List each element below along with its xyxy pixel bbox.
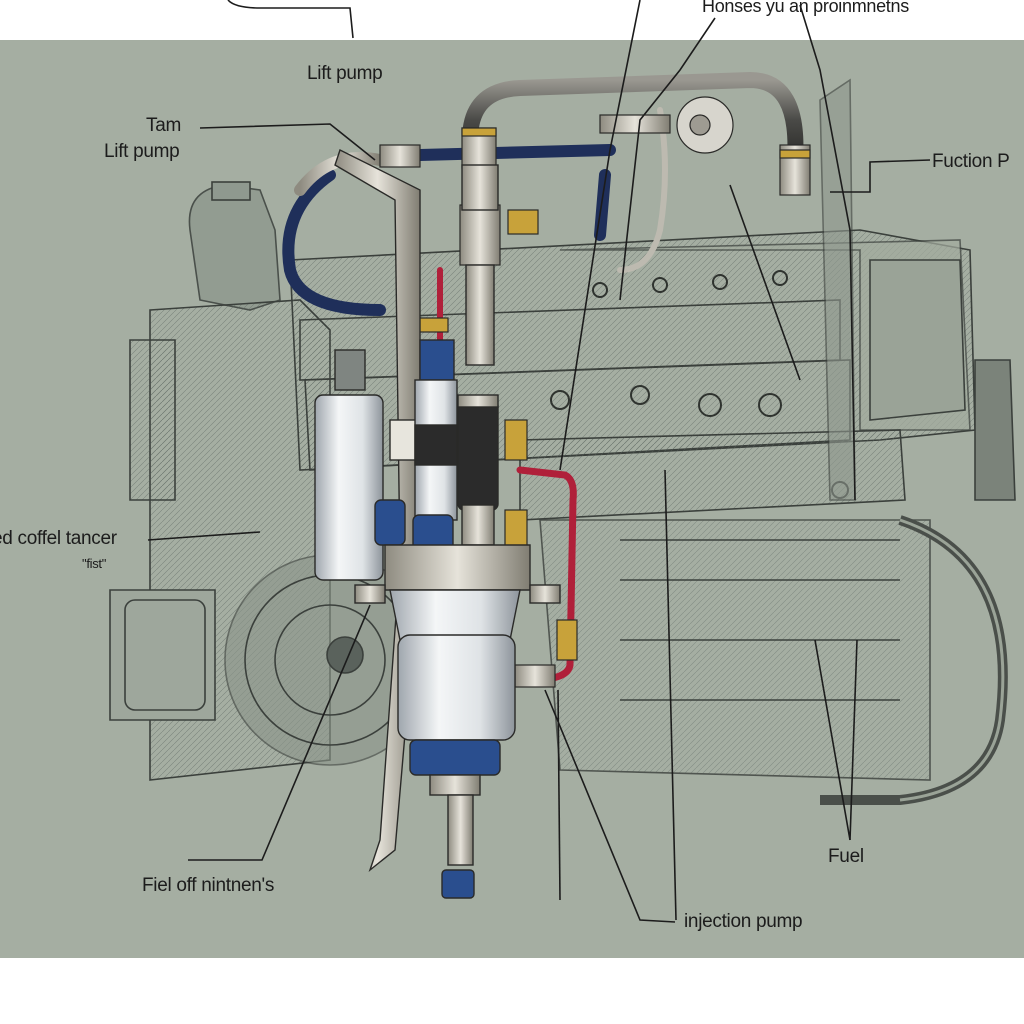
- label-fiel-off: Fiel off nintnen's: [142, 875, 275, 896]
- label-coffel-sub: "fist": [82, 556, 107, 571]
- bottom-margin: [0, 958, 1024, 1024]
- lift-pump-column: [414, 164, 499, 546]
- canister-filter: [314, 349, 384, 581]
- label-top-header: Honses yu an proinmnetns: [702, 0, 909, 16]
- hoses: [282, 71, 804, 684]
- label-fuel: Fuel: [828, 846, 864, 867]
- label-coffel-tancer: ed coffel tancer: [0, 528, 117, 549]
- engine-block: [109, 78, 1016, 805]
- label-fuction: Fuction P: [932, 151, 1010, 172]
- label-injection-pump: injection pump: [684, 911, 803, 932]
- label-lift-pump-left: Lift pump: [104, 141, 180, 162]
- label-lift-pump-top: Lift pump: [307, 63, 383, 84]
- leader-lines: [147, 0, 931, 923]
- fuel-filter-housing: [354, 499, 561, 899]
- label-tam: Tam: [146, 115, 181, 136]
